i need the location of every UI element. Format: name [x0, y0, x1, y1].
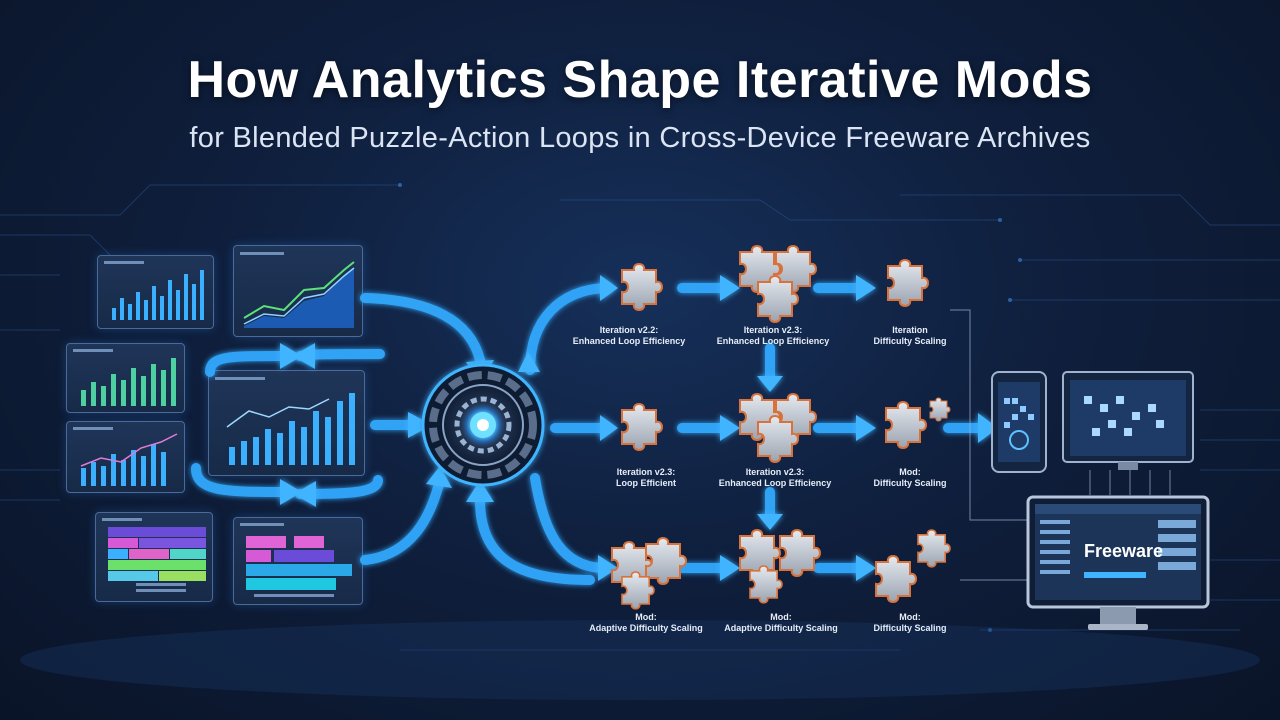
analytics-panel-heatmap-1 — [95, 512, 213, 602]
analytics-hub-gear-icon — [421, 363, 545, 487]
bar-line-chart-icon — [215, 377, 355, 465]
flow-arrow-top-to-hub — [360, 293, 485, 365]
monitor-label: Freeware — [1084, 541, 1164, 561]
puzzle-cluster-icon — [739, 529, 821, 604]
flow-arrow-bottom-to-hub — [360, 475, 445, 565]
caption-r1a: Iteration v2.2: Enhanced Loop Efficiency — [544, 325, 714, 347]
puzzle-cluster-icon — [875, 529, 951, 603]
puzzle-piece-icon — [621, 403, 663, 451]
puzzle-cluster-icon — [611, 537, 687, 610]
caption-title: Iteration v2.2: — [599, 325, 659, 335]
caption-title: Mod: — [770, 612, 792, 622]
puzzle-piece-icon — [887, 259, 929, 307]
flow-arrow-hub-to-r1 — [525, 283, 610, 375]
caption-title: Iteration v2.3: — [745, 467, 805, 477]
analytics-panel-heatmap-2 — [233, 517, 363, 605]
flow-arrow-hub-to-r3 — [530, 473, 605, 573]
caption-title: Iteration — [892, 325, 928, 335]
smartphone-icon — [991, 371, 1047, 473]
caption-text: Difficulty Scaling — [873, 623, 947, 633]
page-title: How Analytics Shape Iterative Mods — [187, 51, 1093, 109]
analytics-panel-line-chart-1 — [233, 245, 363, 337]
caption-text: Adaptive Difficulty Scaling — [589, 623, 703, 633]
puzzle-piece-icon — [885, 401, 927, 449]
caption-title: Iteration v2.3: — [616, 467, 676, 477]
tablet-monitor-icon — [1062, 371, 1194, 470]
flow-arrow-loop-bottom — [191, 463, 285, 497]
puzzle-piece-icon — [929, 397, 951, 422]
caption-text: Loop Efficient — [616, 478, 676, 488]
flow-arrow-loop-top — [205, 351, 285, 377]
caption-title: Mod: — [899, 612, 921, 622]
line-chart-icon — [240, 252, 355, 328]
puzzle-piece-icon — [621, 263, 663, 311]
caption-text: Enhanced Loop Efficiency — [716, 336, 830, 346]
bar-chart-icon — [73, 349, 176, 406]
page-subtitle: for Blended Puzzle-Action Loops in Cross… — [189, 122, 1091, 154]
caption-text: Adaptive Difficulty Scaling — [724, 623, 838, 633]
caption-title: Iteration v2.3: — [743, 325, 803, 335]
caption-title: Mod: — [635, 612, 657, 622]
caption-r3b: Mod: Adaptive Difficulty Scaling — [696, 612, 866, 634]
caption-text: Difficulty Scaling — [873, 478, 947, 488]
flow-arrow-hub-up-to-r3 — [475, 495, 595, 585]
analytics-panel-main-chart — [208, 370, 365, 476]
caption-text: Difficulty Scaling — [873, 336, 947, 346]
puzzle-cluster-icon — [739, 393, 817, 463]
desktop-monitor-icon — [1026, 495, 1210, 630]
caption-r3a: Mod: Adaptive Difficulty Scaling — [561, 612, 731, 634]
caption-text: Enhanced Loop Efficiency — [718, 478, 832, 488]
heatmap-icon — [102, 518, 206, 592]
analytics-panel-bar-chart-2 — [66, 343, 185, 413]
heatmap-icon — [240, 523, 352, 597]
caption-r1c: Iteration Difficulty Scaling — [825, 325, 995, 347]
puzzle-cluster-icon — [739, 245, 817, 323]
caption-text: Enhanced Loop Efficiency — [572, 336, 686, 346]
caption-r2a: Iteration v2.3: Loop Efficient — [561, 467, 731, 489]
caption-r2b: Iteration v2.3: Enhanced Loop Efficiency — [690, 467, 860, 489]
analytics-panel-bar-chart-1 — [97, 255, 214, 329]
analytics-panel-bar-chart-3 — [66, 421, 185, 493]
caption-r2c: Mod: Difficulty Scaling — [825, 467, 995, 489]
caption-r3c: Mod: Difficulty Scaling — [825, 612, 995, 634]
caption-title: Mod: — [899, 467, 921, 477]
bar-chart-icon — [73, 427, 178, 486]
bar-chart-icon — [104, 261, 204, 320]
caption-r1b: Iteration v2.3: Enhanced Loop Efficiency — [688, 325, 858, 347]
